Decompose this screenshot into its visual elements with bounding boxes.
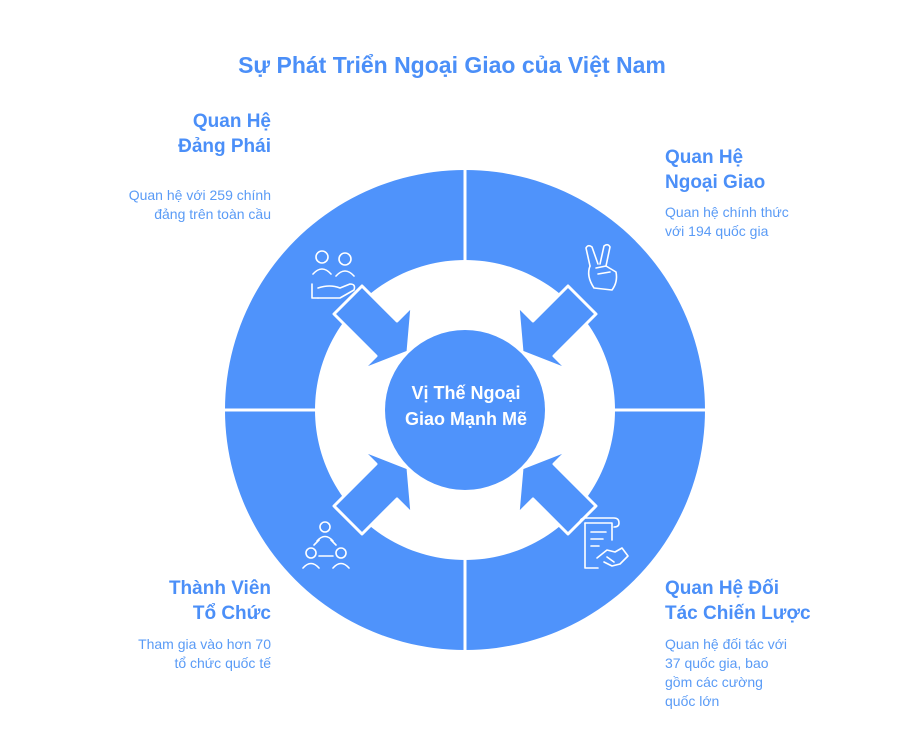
- people-in-hand-icon: [311, 250, 356, 299]
- center-label-line1: Vị Thế Ngoại: [411, 383, 521, 403]
- strategic-partnership-desc-line3: gồm các cường: [665, 674, 763, 690]
- organization-membership-title: Thành Viên Tổ Chức: [169, 576, 271, 626]
- organization-membership-desc-line1: Tham gia vào hơn 70: [138, 636, 271, 652]
- peace-hand-icon: [585, 243, 618, 291]
- strategic-partnership-desc-line2: 37 quốc gia, bao: [665, 655, 769, 671]
- party-relations-desc-line1: Quan hệ với 259 chính: [128, 187, 271, 203]
- center-circle: [385, 330, 545, 490]
- party-relations-desc: Quan hệ với 259 chính đảng trên toàn cầu: [129, 186, 271, 224]
- strategic-partnership-title: Quan Hệ Đối Tác Chiến Lược: [665, 576, 811, 626]
- strategic-partnership-desc: Quan hệ đối tác với 37 quốc gia, bao gồm…: [665, 635, 787, 711]
- party-relations-desc-line2: đảng trên toàn cầu: [154, 206, 271, 222]
- strategic-partnership-desc-line4: quốc lớn: [665, 693, 720, 709]
- diplomatic-relations-title: Quan Hệ Ngoại Giao: [665, 145, 765, 195]
- arrow-bottom-left: [332, 448, 414, 536]
- party-relations-title-line1: Quan Hệ: [192, 111, 271, 132]
- handshake-document-icon: [579, 517, 629, 569]
- diplomatic-relations-desc: Quan hệ chính thức với 194 quốc gia: [665, 203, 789, 241]
- diplomatic-relations-desc-line1: Quan hệ chính thức: [665, 204, 789, 220]
- diplomatic-relations-desc-line2: với 194 quốc gia: [665, 223, 769, 239]
- arrow-top-right: [516, 284, 598, 372]
- diplomatic-relations-title-line2: Ngoại Giao: [665, 172, 766, 193]
- network-people-icon: [302, 521, 350, 569]
- arrow-top-left: [332, 284, 414, 372]
- organization-membership-title-line1: Thành Viên: [168, 578, 271, 599]
- organization-membership-desc: Tham gia vào hơn 70 tổ chức quốc tế: [138, 635, 271, 673]
- center-label-line2: Giao Mạnh Mẽ: [404, 409, 527, 429]
- party-relations-title-line2: Đảng Phái: [178, 136, 271, 157]
- organization-membership-desc-line2: tổ chức quốc tế: [174, 655, 271, 671]
- strategic-partnership-desc-line1: Quan hệ đối tác với: [665, 636, 788, 652]
- diagram-title: Sự Phát Triển Ngoại Giao của Việt Nam: [238, 52, 666, 78]
- strategic-partnership-title-line2: Tác Chiến Lược: [665, 603, 811, 624]
- center-label: Vị Thế Ngoại Giao Mạnh Mẽ: [366, 380, 566, 432]
- arrow-bottom-right: [516, 448, 598, 536]
- strategic-partnership-title-line1: Quan Hệ Đối: [665, 578, 780, 599]
- organization-membership-title-line2: Tổ Chức: [192, 603, 271, 624]
- party-relations-title: Quan Hệ Đảng Phái: [178, 109, 271, 159]
- diplomatic-relations-title-line1: Quan Hệ: [665, 147, 744, 168]
